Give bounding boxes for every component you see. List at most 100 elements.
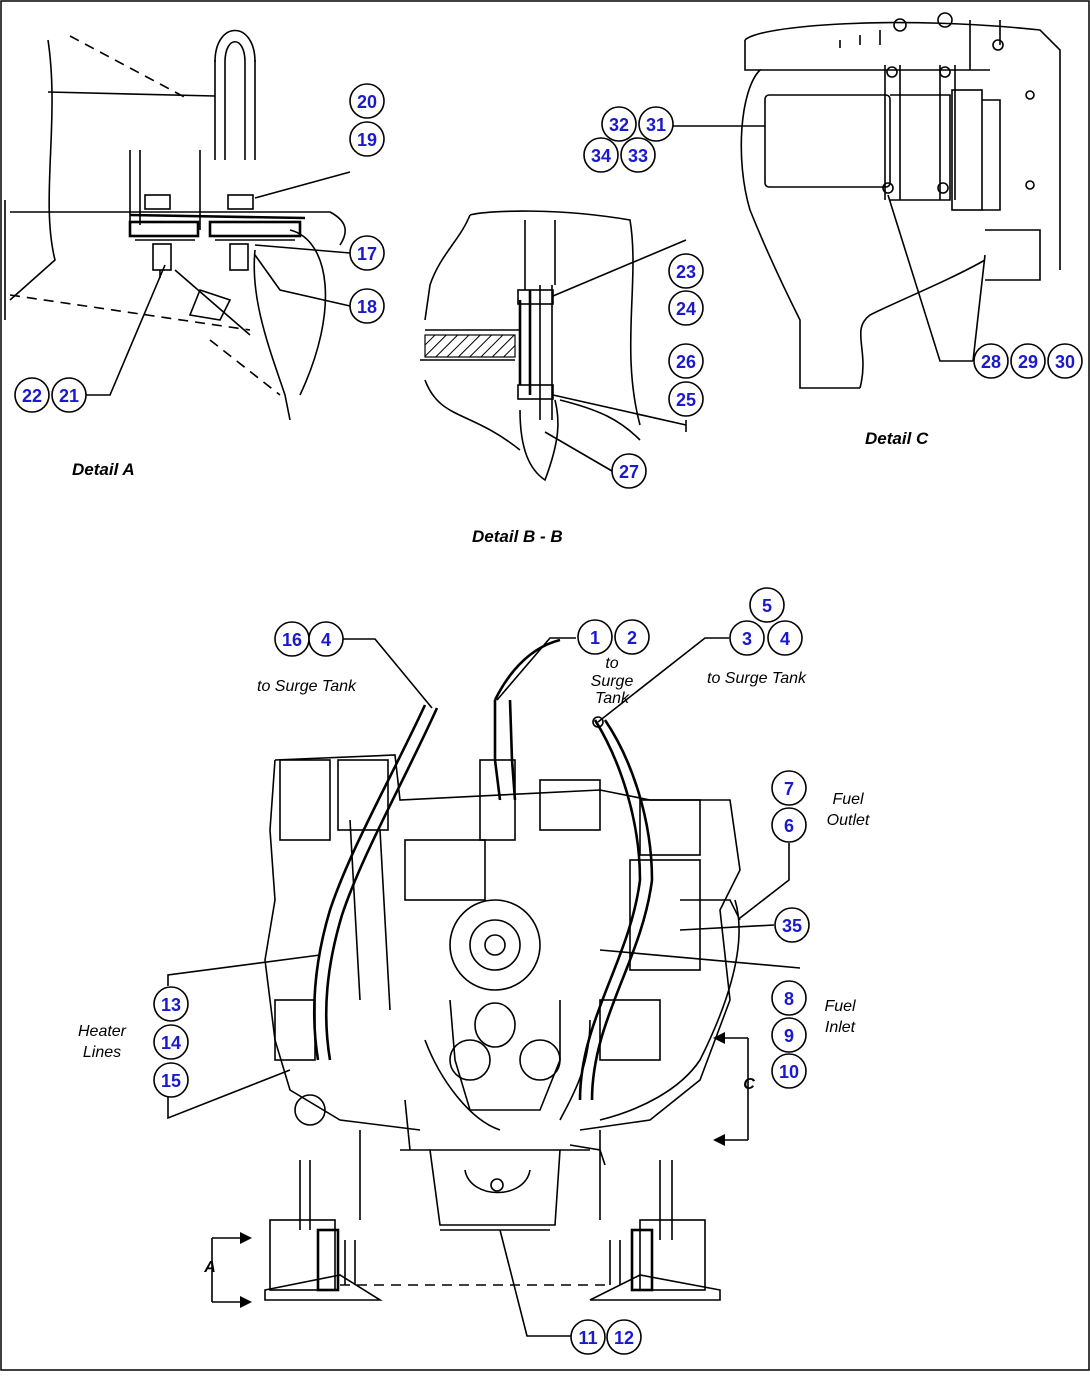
detail-a-leaders — [86, 171, 351, 396]
label-section-a: A — [203, 1259, 216, 1276]
callout-14: 14 — [153, 1024, 189, 1060]
label-fuel-outlet-2: Outlet — [827, 812, 870, 829]
callout-circle — [771, 980, 807, 1016]
callout-30: 30 — [1047, 343, 1083, 379]
callout-circle — [668, 381, 704, 417]
callout-circle — [570, 1319, 606, 1355]
callout-number: 31 — [646, 115, 666, 135]
callout-31: 31 — [638, 106, 674, 142]
callout-circle — [614, 619, 650, 655]
callout-number: 12 — [614, 1328, 634, 1348]
callout-34: 34 — [583, 137, 619, 173]
callout-9: 9 — [771, 1017, 807, 1053]
callout-33: 33 — [620, 137, 656, 173]
label-to-surge-tank-left: to Surge Tank — [257, 678, 357, 695]
label-fuel-outlet-1: Fuel — [832, 791, 864, 808]
callout-13: 13 — [153, 986, 189, 1022]
callout-number: 23 — [676, 262, 696, 282]
callout-26: 26 — [668, 343, 704, 379]
callout-21: 21 — [51, 377, 87, 413]
callout-32: 32 — [601, 106, 637, 142]
label-heater-lines-2: Lines — [83, 1044, 121, 1061]
callout-number: 15 — [161, 1071, 181, 1091]
callout-6: 6 — [771, 807, 807, 843]
callout-circle — [771, 1053, 807, 1089]
callout-5: 5 — [749, 587, 785, 623]
caption-detail-a: Detail A — [72, 460, 135, 479]
callout-circle — [583, 137, 619, 173]
callout-15: 15 — [153, 1062, 189, 1098]
callout-number: 35 — [782, 916, 802, 936]
callout-1: 1 — [577, 619, 613, 655]
callout-29: 29 — [1010, 343, 1046, 379]
callout-number: 17 — [357, 244, 377, 264]
callout-circle — [611, 453, 647, 489]
callout-number: 1 — [590, 628, 600, 648]
callout-18: 18 — [349, 288, 385, 324]
callout-number: 16 — [282, 630, 302, 650]
label-to-surge-tank-mid-3: Tank — [595, 690, 630, 707]
callout-number: 2 — [627, 628, 637, 648]
callout-12: 12 — [606, 1319, 642, 1355]
detail-c-leaders — [672, 125, 986, 362]
callout-number: 4 — [321, 630, 331, 650]
callout-number: 5 — [762, 596, 772, 616]
label-fuel-inlet-2: Inlet — [825, 1019, 856, 1036]
callout-number: 10 — [779, 1062, 799, 1082]
callout-4b: 4 — [767, 620, 803, 656]
label-to-surge-tank-mid-1: to — [605, 655, 618, 672]
callout-number: 26 — [676, 352, 696, 372]
section-c-arrow — [713, 1032, 749, 1146]
callout-circle — [1047, 343, 1083, 379]
callout-35: 35 — [774, 907, 810, 943]
callout-circle — [771, 807, 807, 843]
callout-28: 28 — [973, 343, 1009, 379]
callout-number: 7 — [784, 779, 794, 799]
callout-25: 25 — [668, 381, 704, 417]
section-a-arrow — [211, 1232, 252, 1308]
callout-circle — [577, 619, 613, 655]
callout-22: 22 — [14, 377, 50, 413]
callout-circle — [668, 290, 704, 326]
caption-detail-bb: Detail B - B — [472, 527, 563, 546]
callout-number: 20 — [357, 92, 377, 112]
callout-circle — [308, 621, 344, 657]
callout-number: 11 — [578, 1328, 597, 1348]
callout-circle — [638, 106, 674, 142]
callout-number: 25 — [676, 390, 696, 410]
callout-20: 20 — [349, 83, 385, 119]
callout-number: 24 — [676, 299, 696, 319]
callout-circle — [153, 986, 189, 1022]
callout-24: 24 — [668, 290, 704, 326]
detail-bb-leaders — [544, 239, 687, 472]
detail-c-drawing — [740, 12, 1061, 389]
callout-circle — [601, 106, 637, 142]
callout-8: 8 — [771, 980, 807, 1016]
engine-leaders — [167, 637, 801, 1337]
detail-bb-drawing — [420, 210, 641, 482]
callout-number: 13 — [161, 995, 181, 1015]
caption-detail-c: Detail C — [865, 429, 929, 448]
callout-3: 3 — [729, 620, 765, 656]
callout-circle — [668, 253, 704, 289]
text-layer: Detail A Detail B - B Detail C to Surge … — [72, 429, 929, 1276]
callout-circle — [774, 907, 810, 943]
callout-number: 27 — [619, 462, 639, 482]
callout-circle — [349, 83, 385, 119]
callout-number: 32 — [609, 115, 629, 135]
callout-number: 29 — [1018, 352, 1038, 372]
callout-number: 34 — [591, 146, 611, 166]
label-section-c: C — [743, 1076, 755, 1093]
callout-circle — [349, 121, 385, 157]
callout-2: 2 — [614, 619, 650, 655]
callout-number: 8 — [784, 989, 794, 1009]
callout-circle — [771, 1017, 807, 1053]
callout-circle — [973, 343, 1009, 379]
callout-circle — [51, 377, 87, 413]
callout-number: 4 — [780, 629, 790, 649]
callout-circle — [729, 620, 765, 656]
callout-23: 23 — [668, 253, 704, 289]
